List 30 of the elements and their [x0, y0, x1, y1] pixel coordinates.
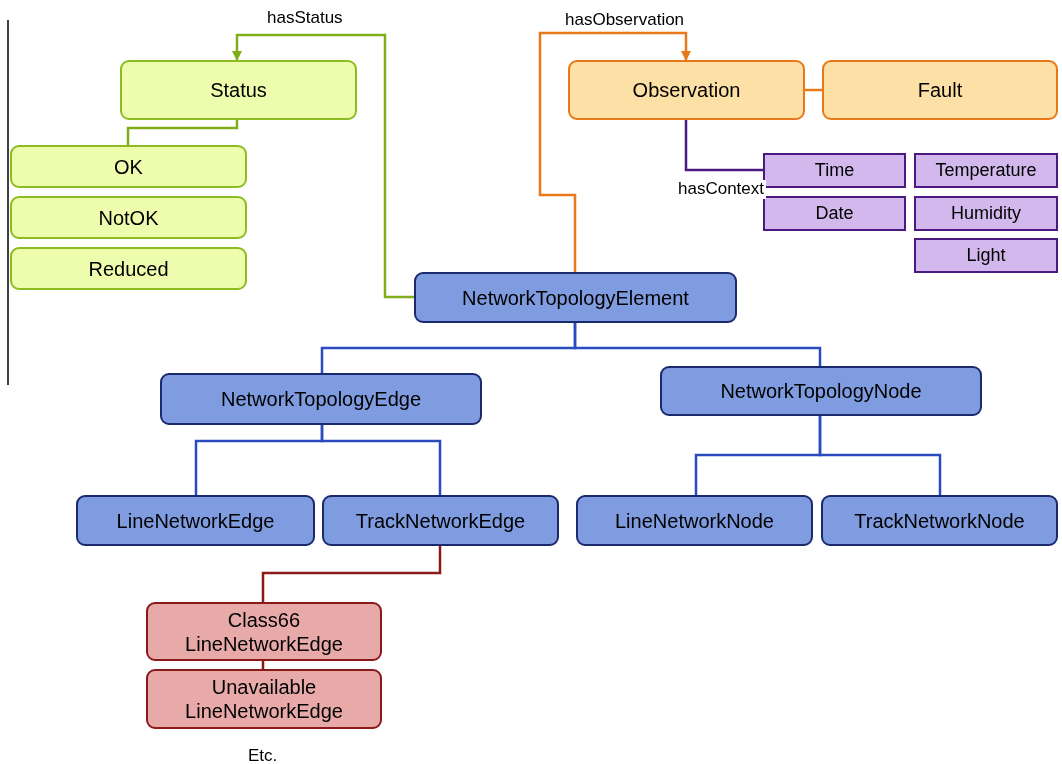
state-box: OK — [10, 145, 247, 188]
connector-line — [573, 323, 822, 366]
class-box: TrackNetworkEdge — [322, 495, 559, 546]
class-box: TrackNetworkNode — [821, 495, 1058, 546]
instance-box: Unavailable LineNetworkEdge — [146, 669, 382, 729]
connector-line — [320, 425, 442, 495]
context-box: Humidity — [914, 196, 1058, 231]
class-box: NetworkTopologyElement — [414, 272, 737, 323]
class-box: Status — [120, 60, 357, 120]
class-box: Observation — [568, 60, 805, 120]
connector-line — [684, 120, 763, 172]
state-box: NotOK — [10, 196, 247, 239]
state-box: Reduced — [10, 247, 247, 290]
context-box: Time — [763, 153, 906, 188]
connector-line — [261, 546, 442, 602]
class-box: NetworkTopologyNode — [660, 366, 982, 416]
arrow — [538, 31, 691, 272]
connector-line — [126, 120, 239, 145]
edge-label: hasContext — [676, 180, 766, 199]
note-text: Etc. — [248, 746, 278, 764]
class-box: Fault — [822, 60, 1058, 120]
arrow — [232, 33, 414, 299]
class-box: NetworkTopologyEdge — [160, 373, 482, 425]
instance-box: Class66 LineNetworkEdge — [146, 602, 382, 661]
context-box: Date — [763, 196, 906, 231]
class-box: LineNetworkEdge — [76, 495, 315, 546]
class-box: LineNetworkNode — [576, 495, 813, 546]
context-box: Temperature — [914, 153, 1058, 188]
context-box: Light — [914, 238, 1058, 273]
connector-line — [818, 416, 942, 495]
